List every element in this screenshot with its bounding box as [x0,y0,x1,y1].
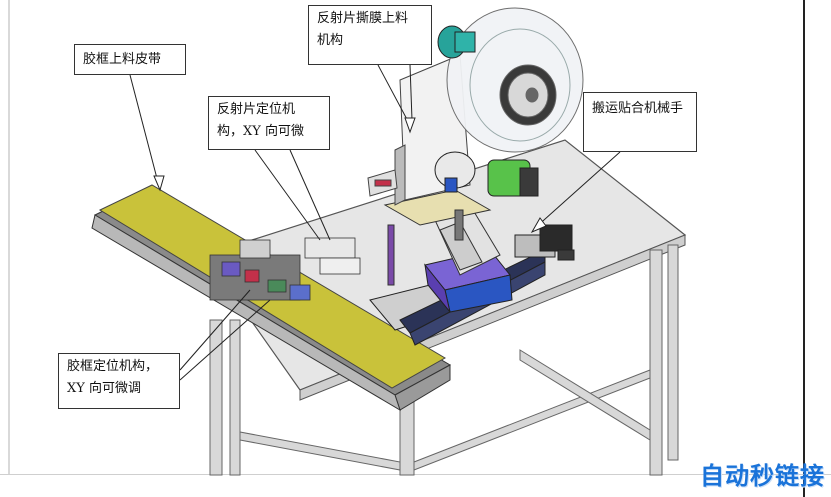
control-box [367,169,398,197]
callout-transfer-arm: 搬运贴合机械手 [583,92,697,152]
callout-reflector-peel: 反射片撕膜上料 机构 [308,5,432,65]
positioning-fixtures [209,237,361,301]
right-border [803,0,805,497]
watermark-logo: 自动秒链接 [700,462,825,490]
bottom-border [0,474,831,475]
leader-lines [129,64,621,381]
teal-motor [437,25,476,59]
green-motor [434,151,539,197]
servo-motor [514,224,575,261]
pickup-head [383,189,492,286]
callout-reflector-position: 反射片定位机 构，XY 向可微 [208,96,330,150]
film-reel [446,7,584,153]
callout-frame-position: 胶框定位机构， XY 向可微调 [58,353,180,409]
callout-film-belt: 胶框上料皮带 [74,44,186,75]
left-border [8,0,10,475]
table-frame [209,244,679,476]
